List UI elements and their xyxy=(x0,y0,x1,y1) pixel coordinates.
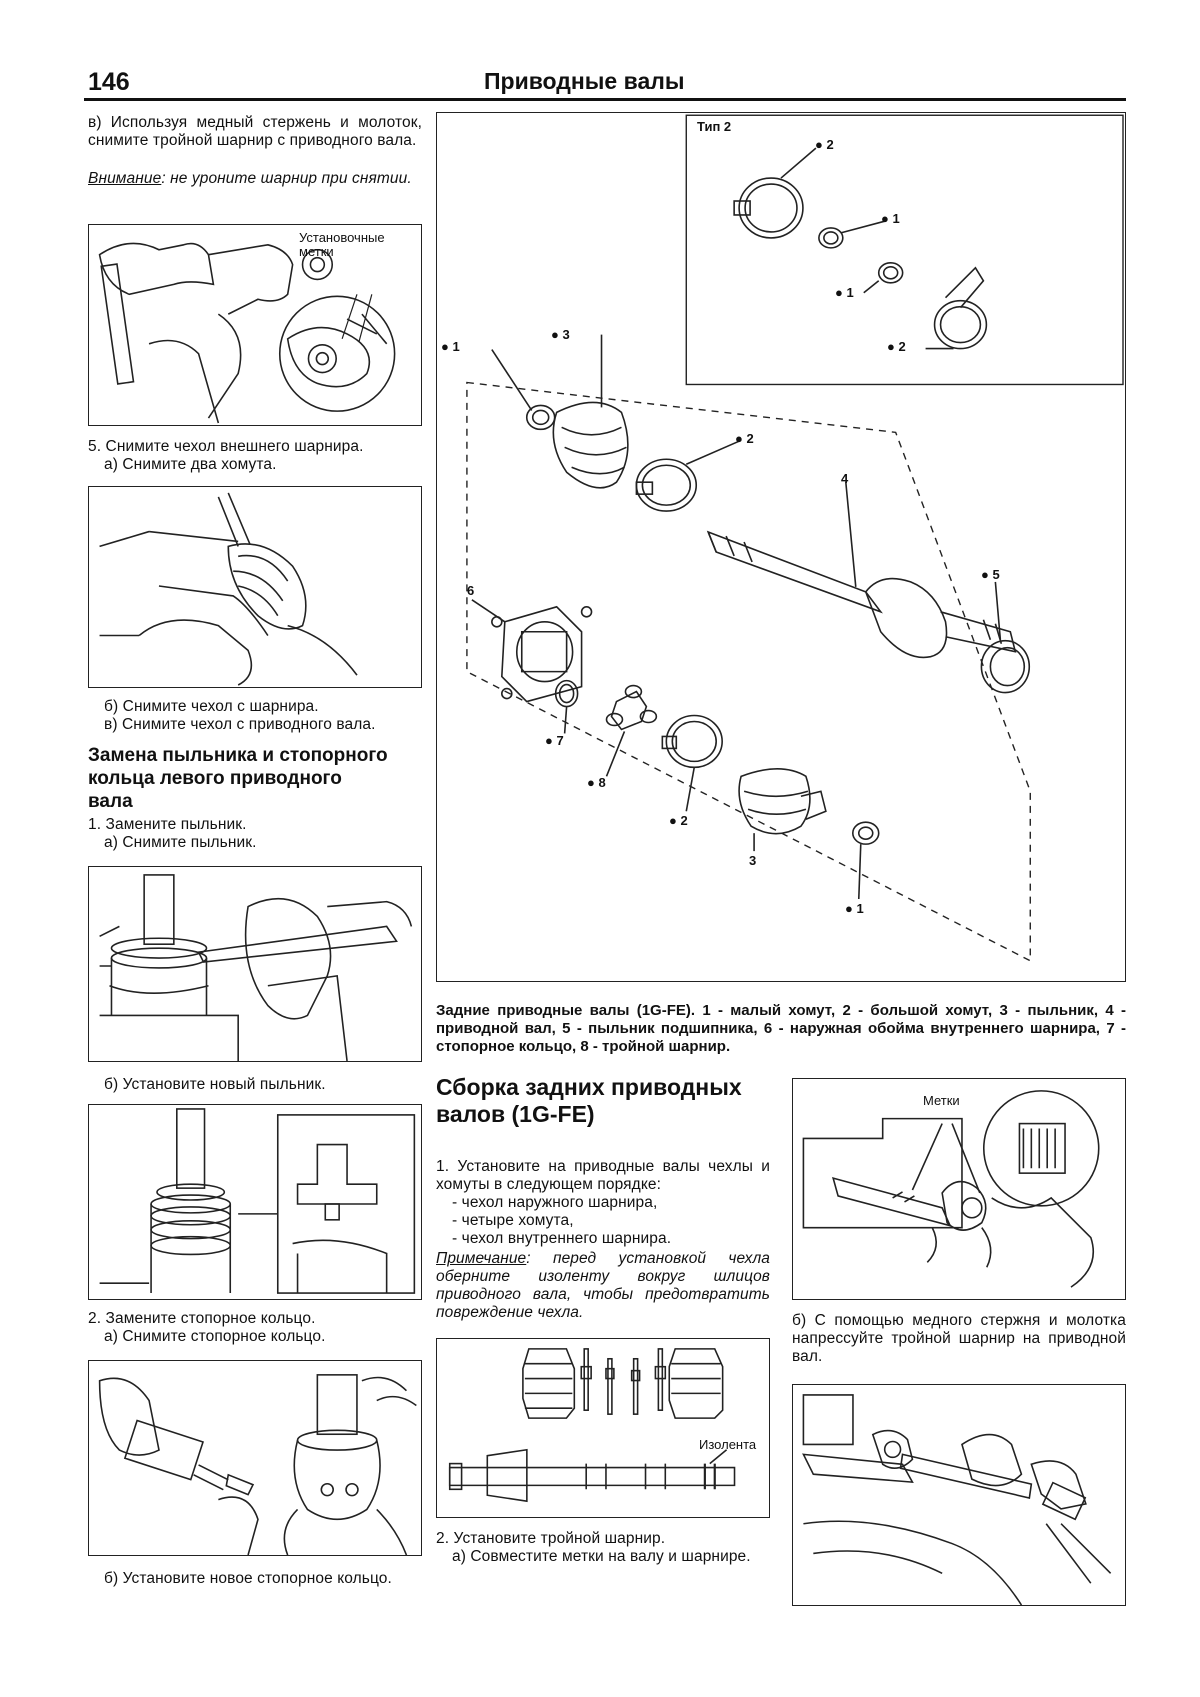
step1a-text: а) Снимите пыльник. xyxy=(104,834,257,851)
callout-7: ● 7 xyxy=(545,733,564,748)
assembly-list-item-2: - четыре хомута, xyxy=(452,1212,574,1229)
assembly-note: Примечание: перед установкой чехла оберн… xyxy=(436,1250,770,1322)
callout-3-bottom: 3 xyxy=(749,853,757,868)
step5v-text: в) Снимите чехол с приводного вала. xyxy=(104,716,376,733)
figure-press-tripod xyxy=(792,1384,1126,1606)
step2b-text: б) Установите новое стопорное кольцо. xyxy=(104,1570,392,1587)
step5b-text: б) Снимите чехол с шарнира. xyxy=(104,698,319,715)
callout-5: ● 5 xyxy=(981,567,1000,582)
attention-note: Внимание: не уроните шарнир при снятии. xyxy=(88,170,422,188)
figure-label-marks-right: Метки xyxy=(923,1093,960,1108)
attention-text: : не уроните шарнир при снятии. xyxy=(161,170,412,187)
callout-1-type2-a: ● 1 xyxy=(881,211,900,226)
figure-remove-tripod: Установочные метки xyxy=(88,224,422,426)
assembly-step2: 2. Установите тройной шарнир. xyxy=(436,1530,666,1547)
callout-8: ● 8 xyxy=(587,775,606,790)
figure-label-marks: Установочные метки xyxy=(299,230,385,259)
assembly-step2a: а) Совместите метки на валу и шарнире. xyxy=(452,1548,751,1565)
right-step-b: б) С помощью медного стержня и молотка н… xyxy=(792,1312,1126,1365)
figure-align-marks: Метки xyxy=(792,1078,1126,1300)
callout-2-bottom: ● 2 xyxy=(669,813,688,828)
page-number: 146 xyxy=(88,68,130,96)
step5-text: 5. Снимите чехол внешнего шарнира. xyxy=(88,438,364,455)
step2a-text: а) Снимите стопорное кольцо. xyxy=(104,1328,326,1345)
attention-word: Внимание xyxy=(88,170,162,187)
figure-install-dust-boot xyxy=(88,1104,422,1300)
note-text: : перед установкой чехла оберните изолен… xyxy=(436,1250,770,1321)
exploded-diagram-rear-driveshaft: Тип 2 ● 1 ● 2 ● 1 ● 2 ● 1 ● 3 ● 2 4 ● 5 … xyxy=(436,112,1126,982)
step-v-text: в) Используя медный стержень и молоток, … xyxy=(88,114,422,149)
callout-1-top: ● 1 xyxy=(441,339,460,354)
type2-label: Тип 2 xyxy=(697,119,732,134)
header-rule xyxy=(84,98,1126,101)
figure-label-tape: Изолента xyxy=(699,1437,757,1452)
note-word: Примечание xyxy=(436,1250,527,1267)
page-title: Приводные валы xyxy=(484,68,685,94)
callout-6: 6 xyxy=(467,583,475,598)
callout-3-top: ● 3 xyxy=(551,327,570,342)
assembly-list-item-1: - чехол наружного шарнира, xyxy=(452,1194,658,1211)
step5a-text: а) Снимите два хомута. xyxy=(104,456,277,473)
callout-2-top: ● 2 xyxy=(735,431,754,446)
figure-remove-dust-boot xyxy=(88,866,422,1062)
section-title-boot: Замена пыльника и стопорного кольца лево… xyxy=(88,745,388,812)
step1-text: 1. Замените пыльник. xyxy=(88,816,247,833)
assembly-step1: 1. Установите на приводные валы чехлы и … xyxy=(436,1158,770,1193)
figure-remove-snap-ring xyxy=(88,1360,422,1556)
section-title-assembly: Сборка задних приводных валов (1G-FE) xyxy=(436,1074,742,1127)
figure-tape-splines: Изолента xyxy=(436,1338,770,1518)
assembly-list-item-3: - чехол внутреннего шарнира. xyxy=(452,1230,672,1247)
callout-4: 4 xyxy=(841,471,849,486)
diagram-caption: Задние приводные валы (1G-FE). 1 - малый… xyxy=(436,1002,1126,1055)
step2-text: 2. Замените стопорное кольцо. xyxy=(88,1310,316,1327)
callout-1-type2-b: ● 1 xyxy=(835,285,854,300)
callout-2-type2-a: ● 2 xyxy=(815,137,834,152)
callout-1-bottom: ● 1 xyxy=(845,901,864,916)
callout-2-type2-b: ● 2 xyxy=(887,339,906,354)
step1b-text: б) Установите новый пыльник. xyxy=(104,1076,326,1093)
figure-remove-clamps xyxy=(88,486,422,688)
